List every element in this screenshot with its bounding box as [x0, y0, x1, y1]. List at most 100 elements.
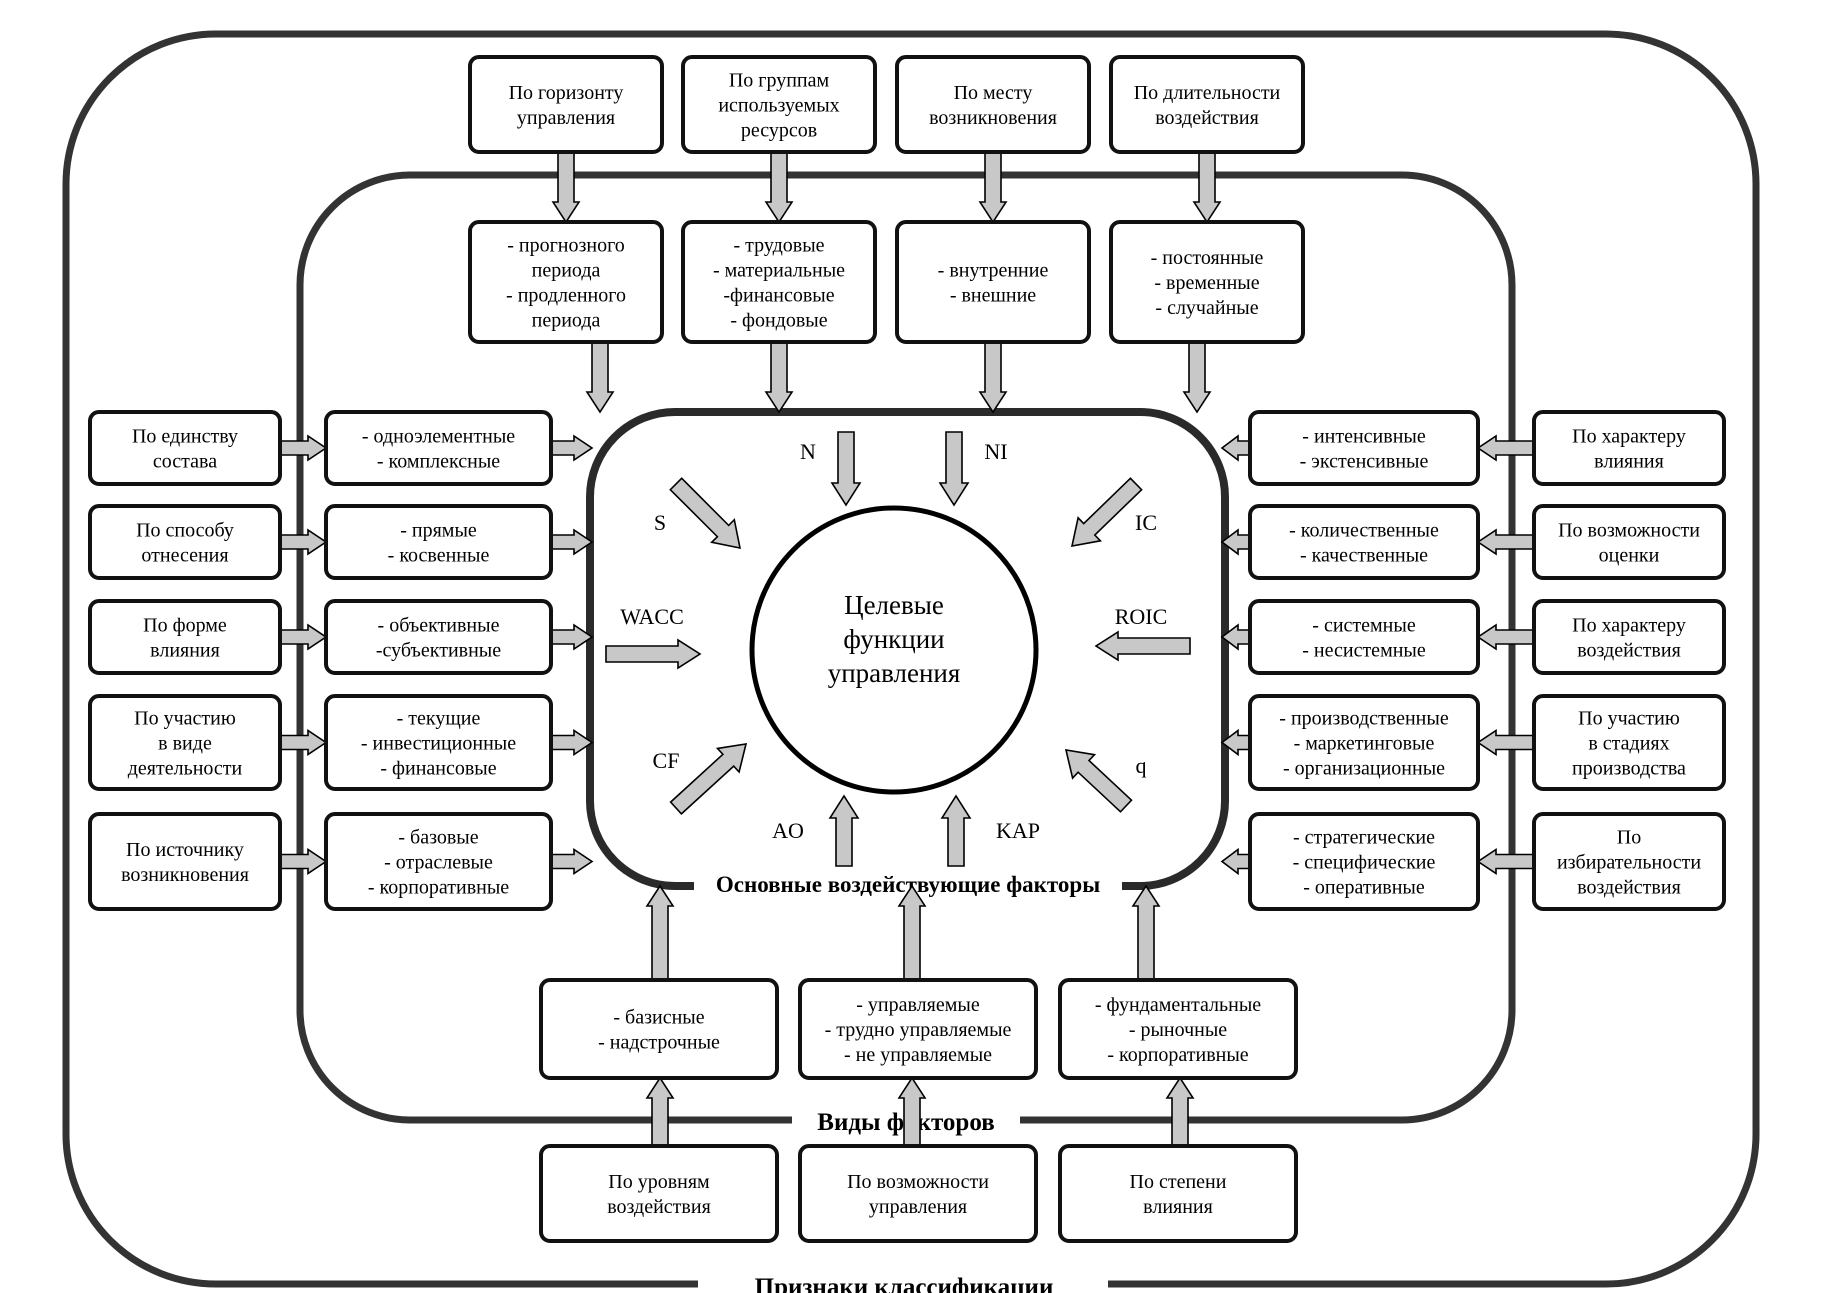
arrow-criterion-right-2 [1476, 528, 1535, 556]
type-bottom-3-line-3: - корпоративные [1107, 1044, 1248, 1066]
criterion-top-1-line-1: По горизонту [509, 82, 624, 104]
arrow-criterion-top-3 [978, 149, 1008, 224]
target-functions-circle [749, 505, 1039, 795]
arrow-criterion-right-5 [1476, 848, 1535, 875]
arrow-criterion-bottom-1 [645, 1076, 675, 1147]
arrow-type-left-3 [550, 623, 594, 651]
arrow-criterion-bottom-3 [1165, 1076, 1195, 1147]
type-top-2-line-2: - материальные [713, 260, 845, 282]
symbol-ni: NI [984, 439, 1007, 464]
criterion-left-2-line-1: По способу [136, 520, 234, 542]
criterion-left-5-line-1: По источнику [126, 839, 244, 861]
type-left-1-line-1: - одноэлементные [362, 426, 515, 448]
outer-frame-label: Признаки классификации [755, 1274, 1054, 1293]
type-top-1-line-1: - прогнозного [507, 235, 625, 257]
arrow-kap [940, 794, 972, 867]
arrow-criterion-left-3 [279, 623, 328, 651]
type-right-2-line-2: - качественные [1300, 545, 1428, 567]
symbol-s: S [654, 510, 666, 535]
type-bottom-2-line-2: - трудно управляемые [825, 1019, 1012, 1041]
type-left-5-line-1: - базовые [398, 827, 478, 849]
criterion-left-5: По источнику возникновения [88, 812, 282, 911]
arrow-type-right-1 [1220, 434, 1251, 462]
type-top-2-line-3: -финансовые [723, 285, 834, 307]
arrow-q [1064, 749, 1133, 813]
type-top-1-line-2: периода [532, 260, 601, 282]
arrows-layer [279, 149, 1535, 1147]
arrow-type-left-5 [550, 848, 594, 875]
criterion-left-4-line-3: деятельности [128, 758, 243, 780]
type-top-4-line-2: - временные [1154, 272, 1259, 294]
criterion-right-3-line-1: По характеру [1572, 615, 1686, 637]
arrow-criterion-left-2 [279, 528, 328, 556]
criterion-left-2-line-2: отнесения [141, 545, 228, 567]
type-right-4: - производственные- маркетинговые- орган… [1248, 694, 1480, 791]
criterion-right-4-line-2: в стадиях [1588, 733, 1669, 755]
criterion-bottom-1-line-1: По уровням [608, 1171, 710, 1193]
arrow-type-left-1 [550, 434, 594, 462]
criterion-right-5-line-1: По [1617, 827, 1641, 849]
criterion-top-4-line-2: воздействия [1155, 107, 1259, 129]
criterion-bottom-3-line-2: влияния [1143, 1196, 1213, 1218]
arrow-type-bottom-2 [897, 884, 927, 981]
arrow-criterion-top-4 [1192, 149, 1222, 224]
type-top-4-line-3: - случайные [1155, 297, 1258, 319]
type-left-5-line-3: - корпоративные [368, 877, 509, 899]
arrow-criterion-top-2 [764, 149, 794, 224]
symbol-n: N [800, 439, 816, 464]
type-right-4-line-1: - производственные [1279, 708, 1449, 730]
criterion-left-4-line-2: в виде [158, 733, 212, 755]
type-left-4-line-3: - финансовые [380, 758, 496, 780]
criterion-right-5-line-3: воздействия [1577, 877, 1681, 899]
type-right-4-line-3: - организационные [1283, 758, 1445, 780]
criterion-bottom-2-line-1: По возможности [847, 1171, 989, 1193]
criterion-left-2: По способу отнесения [88, 504, 282, 580]
symbol-cf: CF [653, 748, 680, 773]
arrow-wacc [605, 638, 702, 670]
arrow-type-top-4 [1182, 341, 1212, 414]
type-right-5: - стратегические - специфические - операти… [1248, 812, 1480, 911]
type-bottom-3: - фундаментальные- рыночные- корпоративн… [1058, 978, 1298, 1080]
type-right-3-line-2: - несистемные [1302, 640, 1426, 662]
type-left-1: - одноэлементные- комплексные [324, 410, 553, 486]
type-bottom-1-line-1: - базисные [613, 1007, 704, 1029]
arrow-criterion-top-1 [551, 149, 581, 224]
type-top-2-line-1: - трудовые [733, 235, 824, 257]
type-top-1-line-3: - продленного [506, 285, 626, 307]
arrow-type-top-2 [764, 341, 794, 414]
type-top-2-line-4: - фондовые [730, 310, 827, 332]
type-right-3: - системные - несистемные [1248, 599, 1480, 675]
arrow-type-bottom-1 [645, 884, 675, 981]
arrow-criterion-left-1 [279, 434, 328, 462]
criterion-bottom-2-line-2: управления [869, 1196, 967, 1218]
type-right-5-line-1: - стратегические [1293, 827, 1435, 849]
type-top-3-line-1: - внутренние [938, 260, 1049, 282]
type-right-5-line-2: - специфические [1293, 852, 1436, 874]
arrow-ni [938, 431, 970, 507]
type-right-2: - количественные- качественные [1248, 504, 1480, 580]
arrow-criterion-bottom-2 [897, 1076, 927, 1147]
criterion-left-5-line-2: возникновения [121, 864, 249, 886]
symbol-q: q [1136, 753, 1147, 778]
type-left-4-line-2: - инвестиционные [361, 733, 516, 755]
criterion-bottom-1-line-2: воздействия [607, 1196, 711, 1218]
arrow-type-top-3 [978, 341, 1008, 414]
type-right-5-line-3: - оперативные [1303, 877, 1425, 899]
symbol-ic: IC [1135, 510, 1157, 535]
center-title-line-1: Целевые [844, 590, 944, 620]
arrow-type-top-1 [585, 341, 615, 414]
type-right-3-line-1: - системные [1312, 615, 1416, 637]
criterion-left-3-line-2: влияния [150, 640, 220, 662]
type-left-2: - прямые- косвенные [324, 504, 553, 580]
arrow-criterion-right-1 [1476, 434, 1535, 462]
type-left-5: - базовые - отраслевые - корпоративные [324, 812, 553, 911]
type-left-5-line-2: - отраслевые [384, 852, 493, 874]
arrow-n [830, 431, 862, 507]
